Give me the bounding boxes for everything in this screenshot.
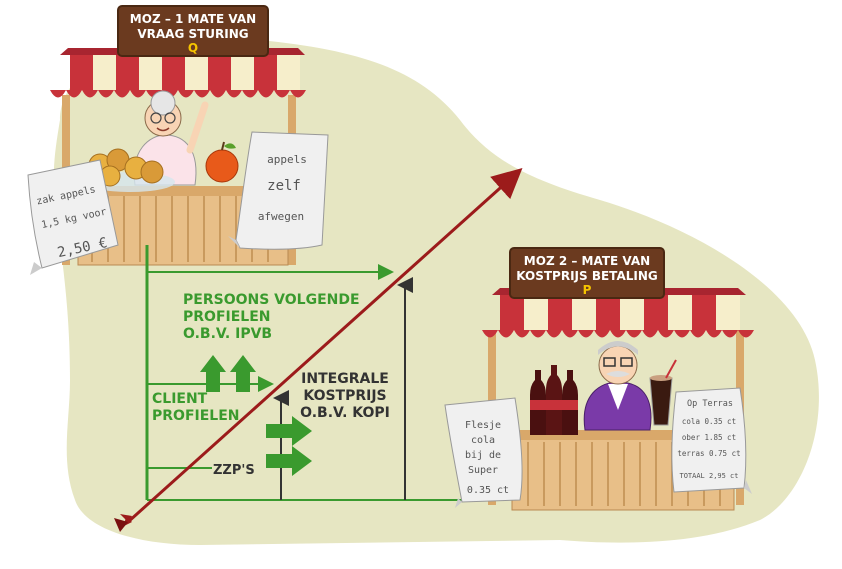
note-terrace-bill	[671, 387, 752, 494]
note-self-weigh-line1: appels	[267, 153, 307, 166]
label-integrale-1: INTEGRALE	[301, 371, 389, 387]
block-arrow-up-icon	[200, 355, 226, 392]
stall-left-sign	[117, 5, 269, 57]
stall-right-sign-letter: P	[583, 283, 592, 297]
note-cola-line3: bij de	[465, 450, 501, 461]
note-cola-line1: Flesje	[465, 420, 501, 431]
note-cola-line2: cola	[471, 435, 495, 446]
stall-left-sign-line2: VRAAG STURING	[137, 27, 248, 41]
stall-left-sign-line1: MOZ – 1 MATE VAN	[130, 12, 256, 26]
block-arrow-right-icon	[266, 446, 312, 476]
note-self-weigh-line2: zelf	[267, 178, 301, 194]
note-cola-supermarket	[444, 397, 523, 508]
label-persoons-3: O.B.V. IPVB	[183, 326, 272, 342]
label-persoons-1: PERSOONS VOLGENDE	[183, 292, 360, 308]
cola-glass-icon	[649, 359, 677, 426]
note-terrace-line5: TOTAAL 2,95 ct	[679, 472, 738, 480]
note-terrace-line2: cola 0.35 ct	[682, 417, 736, 426]
block-arrow-right-icon	[266, 416, 312, 446]
stall-right-sign-line1: MOZ 2 – MATE VAN	[524, 254, 650, 268]
stall-right-sign-line2: KOSTPRIJS BETALING	[516, 269, 657, 283]
note-self-weigh-line3: afwegen	[258, 210, 304, 223]
note-terrace-line1: Op Terras	[687, 399, 733, 409]
stall-right-sign	[509, 247, 665, 299]
label-client-1: CLIENT	[152, 391, 208, 407]
note-self-weigh	[228, 131, 329, 250]
label-integrale-2: KOSTPRIJS	[303, 388, 386, 404]
red-diagonal-arrow	[126, 167, 523, 524]
stall-left-sign-letter: Q	[188, 41, 198, 55]
label-integrale-3: O.B.V. KOPI	[300, 405, 390, 421]
note-cola-line5: 0.35 ct	[467, 485, 509, 496]
note-cola-line4: Super	[468, 465, 498, 476]
note-terrace-line3: ober 1.85 ct	[682, 433, 736, 442]
block-arrow-up-icon	[230, 355, 256, 392]
apple-icon	[205, 141, 239, 183]
label-zzp: ZZP'S	[213, 463, 255, 478]
price-note-apples	[27, 159, 119, 275]
label-persoons-2: PROFIELEN	[183, 309, 270, 325]
note-terrace-line4: terras 0.75 ct	[677, 449, 740, 458]
label-client-2: PROFIELEN	[152, 408, 239, 424]
cola-bottles-icon	[530, 365, 578, 435]
arrow-fletching-icon	[114, 514, 132, 532]
vendor-grandpa	[583, 341, 652, 431]
